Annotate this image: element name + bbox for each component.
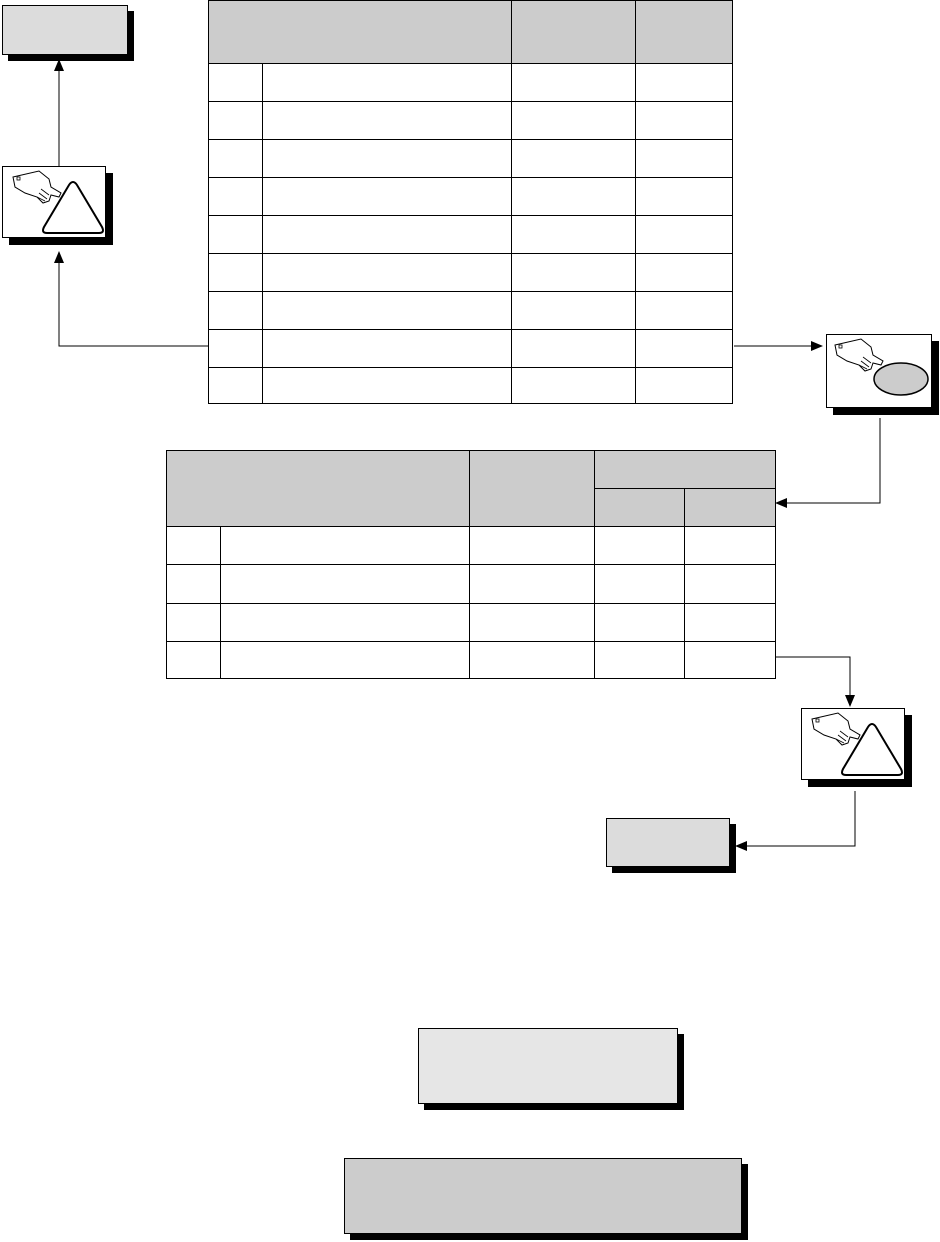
table-row [208, 291, 733, 330]
table-cell [219, 640, 471, 680]
table-cell [684, 564, 776, 604]
table-row [166, 640, 776, 680]
table-cell [511, 329, 637, 368]
table-cell [594, 602, 686, 642]
table-cell [208, 291, 263, 330]
table-cell [511, 215, 637, 254]
table-cell [511, 63, 637, 102]
lower-header-cell [594, 449, 776, 490]
table-cell [261, 63, 513, 102]
table-cell [261, 367, 513, 404]
hand-press-oval-key-icon [834, 338, 929, 396]
table-cell [511, 101, 637, 140]
table-cell [219, 564, 471, 604]
center-upper-box [418, 1028, 678, 1104]
table-cell [261, 291, 513, 330]
table-cell [261, 101, 513, 140]
key-triangle-top[interactable] [2, 166, 106, 238]
table-cell [511, 253, 637, 292]
table-cell [635, 253, 733, 292]
table-cell [208, 177, 263, 216]
table-cell [635, 329, 733, 368]
table-row [208, 139, 733, 178]
table-cell [208, 139, 263, 178]
table-cell [261, 329, 513, 368]
upper-header-cell [635, 0, 733, 64]
table-cell [684, 640, 776, 680]
table-cell [208, 63, 263, 102]
table-cell [511, 291, 637, 330]
connector-lower-table-to-bottom-key [776, 656, 855, 707]
table-cell [261, 215, 513, 254]
lower-header-cell [165, 449, 471, 528]
table-row [208, 101, 733, 140]
table-cell [208, 215, 263, 254]
table-cell [635, 139, 733, 178]
table-cell [208, 253, 263, 292]
connector-table-to-top-key [54, 251, 209, 347]
hand-press-triangle-key-icon [811, 712, 903, 776]
table-cell [208, 101, 263, 140]
table-row [208, 367, 733, 404]
center-lower-box [344, 1158, 742, 1234]
table-cell [166, 564, 221, 604]
table-cell [594, 564, 686, 604]
table-cell [635, 177, 733, 216]
table-cell [635, 291, 733, 330]
table-row [208, 215, 733, 254]
upper-header-cell [207, 0, 513, 64]
table-cell [261, 139, 513, 178]
table-cell [635, 63, 733, 102]
table-cell [511, 139, 637, 178]
table-row [166, 602, 776, 642]
table-cell [208, 329, 263, 368]
lower-table [165, 449, 776, 680]
table-cell [594, 526, 686, 566]
upper-table [207, 0, 733, 404]
table-cell [469, 602, 596, 642]
top-left-box [2, 5, 128, 55]
table-cell [261, 253, 513, 292]
table-cell [594, 640, 686, 680]
table-row [166, 564, 776, 604]
table-row [208, 253, 733, 292]
table-cell [469, 564, 596, 604]
table-cell [166, 602, 221, 642]
table-row [166, 526, 776, 566]
key-triangle-bottom[interactable] [801, 708, 905, 780]
lower-subheader-cell [594, 488, 686, 528]
table-cell [219, 526, 471, 566]
table-cell [469, 640, 596, 680]
table-cell [208, 367, 263, 404]
table-cell [635, 215, 733, 254]
table-cell [684, 526, 776, 566]
hand-press-triangle-key-icon [12, 170, 104, 234]
table-row [208, 177, 733, 216]
table-cell [635, 367, 733, 404]
lower-header-cell [469, 449, 596, 528]
table-cell [166, 526, 221, 566]
table-cell [511, 177, 637, 216]
table-cell [166, 640, 221, 680]
table-cell [469, 526, 596, 566]
connector-bottom-key-to-bottom-box [735, 791, 856, 851]
connector-right-key-to-lower-table [775, 418, 881, 508]
table-cell [635, 101, 733, 140]
lower-subheader-cell [684, 488, 776, 528]
table-cell [219, 602, 471, 642]
table-row [208, 329, 733, 368]
bottom-right-box [606, 818, 730, 867]
key-oval-right[interactable] [826, 334, 932, 408]
table-cell [511, 367, 637, 404]
table-row [208, 63, 733, 102]
upper-header-cell [511, 0, 637, 64]
table-cell [684, 602, 776, 642]
table-cell [261, 177, 513, 216]
